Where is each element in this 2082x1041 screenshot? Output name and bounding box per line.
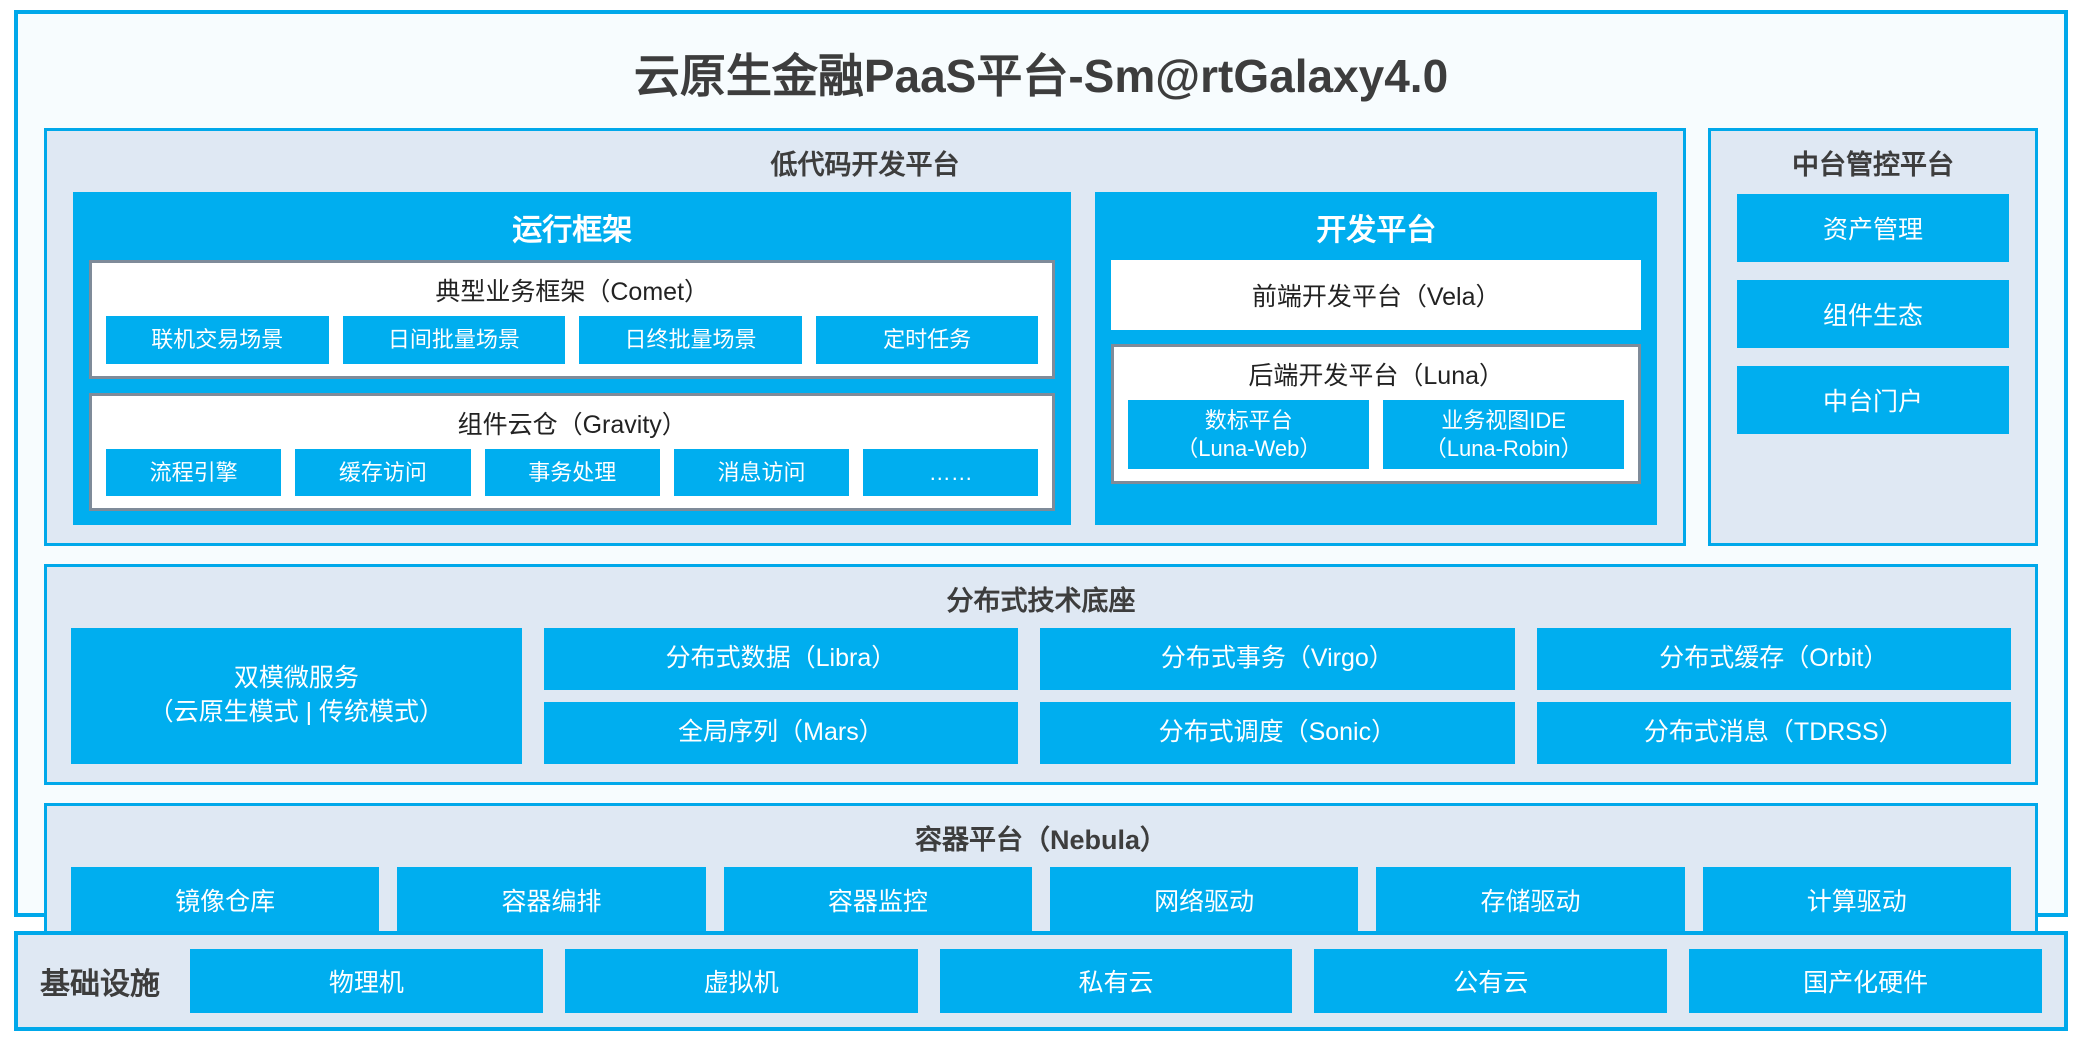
container-item-orchestration[interactable]: 容器编排 — [397, 866, 706, 933]
container-item-compute-driver[interactable]: 计算驱动 — [1702, 866, 2011, 933]
gravity-chip-row: 流程引擎 缓存访问 事务处理 消息访问 …… — [92, 448, 1052, 496]
gravity-group-title: 组件云仓（Gravity） — [457, 410, 687, 439]
container-item-network-driver[interactable]: 网络驱动 — [1049, 866, 1359, 933]
mgmt-item-asset-management[interactable]: 资产管理 — [1737, 194, 2009, 262]
infrastructure-bar: 基础设施 物理机 虚拟机 私有云 公有云 国产化硬件 — [14, 931, 2068, 1031]
lowcode-platform-title: 低代码开发平台 — [770, 150, 960, 180]
gravity-chip-more[interactable]: …… — [863, 448, 1039, 496]
mgmt-item-portal[interactable]: 中台门户 — [1737, 366, 2009, 434]
gravity-group: 组件云仓（Gravity） 流程引擎 缓存访问 事务处理 消息访问 …… — [89, 392, 1056, 511]
frontend-dev-platform-vela[interactable]: 前端开发平台（Vela） — [1111, 260, 1641, 330]
runtime-framework-card: 运行框架 典型业务框架（Comet） 联机交易场景 日间批量场景 日终批量场景 … — [73, 192, 1072, 525]
microservice-line2: （云原生模式 | 传统模式） — [148, 697, 445, 726]
tech-chip-distributed-cache-orbit[interactable]: 分布式缓存（Orbit） — [1536, 628, 2012, 690]
luna-chip-luna-robin[interactable]: 业务视图IDE （Luna-Robin） — [1383, 400, 1624, 469]
comet-chip-row: 联机交易场景 日间批量场景 日终批量场景 定时任务 — [92, 316, 1052, 364]
backend-dev-platform-luna-group: 后端开发平台（Luna） 数标平台 （Luna-Web） 业务视图IDE （Lu… — [1111, 344, 1641, 484]
runtime-framework-title: 运行框架 — [512, 214, 633, 247]
gravity-chip-process-engine[interactable]: 流程引擎 — [106, 448, 282, 496]
page-title: 云原生金融PaaS平台-Sm@rtGalaxy4.0 — [633, 50, 1449, 102]
luna-web-line1: 数标平台 — [1204, 408, 1293, 433]
infra-item-virtual-machine[interactable]: 虚拟机 — [564, 949, 918, 1013]
gravity-chip-transaction-processing[interactable]: 事务处理 — [484, 448, 660, 496]
luna-chip-row: 数标平台 （Luna-Web） 业务视图IDE （Luna-Robin） — [1114, 400, 1638, 469]
tech-chip-dual-mode-microservice[interactable]: 双模微服务 （云原生模式 | 传统模式） — [71, 628, 522, 764]
tech-col-microservice: 双模微服务 （云原生模式 | 传统模式） — [71, 628, 522, 764]
tech-chip-global-sequence-mars[interactable]: 全局序列（Mars） — [543, 701, 1019, 764]
tech-chip-distributed-data-libra[interactable]: 分布式数据（Libra） — [543, 628, 1019, 690]
top-region: 低代码开发平台 运行框架 典型业务框架（Comet） 联机交易场景 日间批量场景… — [44, 128, 2038, 546]
platform-outer-frame: 云原生金融PaaS平台-Sm@rtGalaxy4.0 低代码开发平台 运行框架 … — [14, 10, 2068, 956]
luna-web-line2: （Luna-Web） — [1176, 435, 1322, 461]
comet-group-title: 典型业务框架（Comet） — [435, 278, 710, 306]
container-platform-title: 容器平台（Nebula） — [914, 824, 1168, 855]
management-platform-title: 中台管控平台 — [1792, 150, 1954, 180]
infra-item-private-cloud[interactable]: 私有云 — [939, 949, 1293, 1013]
comet-chip-intraday-batch[interactable]: 日间批量场景 — [342, 316, 566, 364]
container-platform-grid: 镜像仓库 容器编排 容器监控 网络驱动 存储驱动 计算驱动 — [47, 866, 2035, 933]
tech-col-data: 分布式数据（Libra） 全局序列（Mars） — [543, 628, 1019, 764]
comet-chip-eod-batch[interactable]: 日终批量场景 — [579, 316, 802, 364]
management-platform-list: 资产管理 组件生态 中台门户 — [1711, 192, 2035, 434]
tech-col-transaction: 分布式事务（Virgo） 分布式调度（Sonic） — [1040, 628, 1515, 764]
lowcode-platform-panel: 低代码开发平台 运行框架 典型业务框架（Comet） 联机交易场景 日间批量场景… — [44, 128, 1686, 546]
infra-item-domestic-hardware[interactable]: 国产化硬件 — [1689, 949, 2042, 1013]
tech-col-cache: 分布式缓存（Orbit） 分布式消息（TDRSS） — [1536, 628, 2012, 764]
tech-chip-distributed-message-tdrss[interactable]: 分布式消息（TDRSS） — [1536, 701, 2012, 764]
container-item-monitoring[interactable]: 容器监控 — [723, 866, 1032, 933]
container-platform-panel: 容器平台（Nebula） 镜像仓库 容器编排 容器监控 网络驱动 存储驱动 计算… — [44, 802, 2038, 956]
microservice-line1: 双模微服务 — [233, 664, 359, 692]
infrastructure-label: 基础设施 — [40, 968, 160, 1001]
comet-chip-online-transaction[interactable]: 联机交易场景 — [106, 316, 329, 364]
luna-robin-line2: （Luna-Robin） — [1424, 435, 1583, 461]
backend-dev-platform-luna-title: 后端开发平台（Luna） — [1248, 362, 1505, 390]
tech-chip-distributed-transaction-virgo[interactable]: 分布式事务（Virgo） — [1040, 628, 1515, 690]
container-item-image-registry[interactable]: 镜像仓库 — [71, 866, 380, 933]
distributed-tech-panel: 分布式技术底座 双模微服务 （云原生模式 | 传统模式） 分布式数据（Libra… — [44, 564, 2038, 785]
management-platform-panel: 中台管控平台 资产管理 组件生态 中台门户 — [1708, 128, 2038, 546]
luna-chip-luna-web[interactable]: 数标平台 （Luna-Web） — [1128, 400, 1370, 469]
development-platform-title: 开发平台 — [1316, 214, 1437, 247]
lowcode-columns: 运行框架 典型业务框架（Comet） 联机交易场景 日间批量场景 日终批量场景 … — [47, 192, 1683, 525]
comet-group: 典型业务框架（Comet） 联机交易场景 日间批量场景 日终批量场景 定时任务 — [89, 260, 1056, 379]
luna-robin-line1: 业务视图IDE — [1441, 408, 1566, 433]
mgmt-item-component-ecosystem[interactable]: 组件生态 — [1737, 280, 2009, 348]
infra-item-public-cloud[interactable]: 公有云 — [1314, 949, 1668, 1013]
distributed-tech-title: 分布式技术底座 — [946, 586, 1136, 616]
gravity-chip-cache-access[interactable]: 缓存访问 — [295, 448, 471, 496]
comet-chip-scheduled-task[interactable]: 定时任务 — [815, 316, 1039, 364]
distributed-tech-grid: 双模微服务 （云原生模式 | 传统模式） 分布式数据（Libra） 全局序列（M… — [47, 628, 2035, 764]
tech-chip-distributed-scheduling-sonic[interactable]: 分布式调度（Sonic） — [1040, 701, 1515, 764]
container-item-storage-driver[interactable]: 存储驱动 — [1376, 866, 1685, 933]
infra-item-physical-machine[interactable]: 物理机 — [190, 949, 543, 1013]
development-platform-card: 开发平台 前端开发平台（Vela） 后端开发平台（Luna） 数标平台 （Lun… — [1095, 192, 1657, 525]
gravity-chip-message-access[interactable]: 消息访问 — [673, 448, 850, 496]
